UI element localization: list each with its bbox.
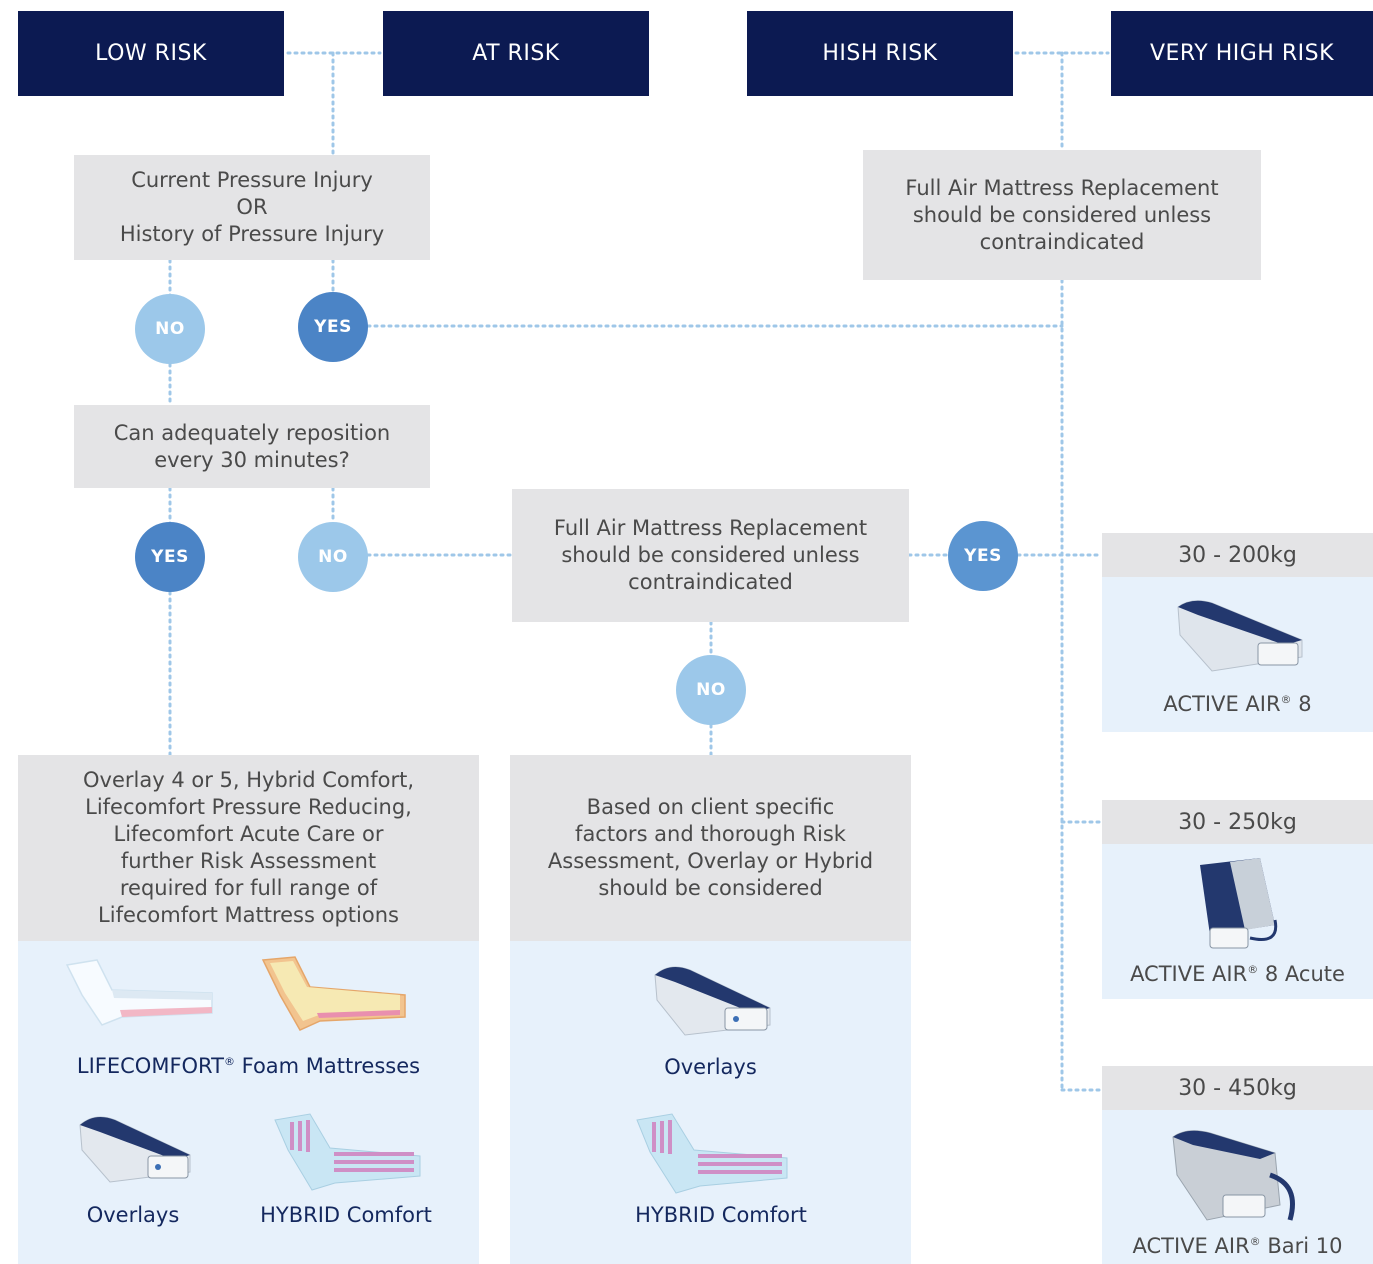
foam-mattresses-label: LIFECOMFORT® Foam Mattresses: [76, 1054, 421, 1078]
question-pressure-injury: Current Pressure Injury OR History of Pr…: [74, 155, 430, 260]
hybrid-comfort-label-left: HYBRID Comfort: [260, 1203, 432, 1227]
overlay-options-box: Overlay 4 or 5, Hybrid Comfort, Lifecomf…: [18, 755, 479, 941]
header-at-risk: AT RISK: [383, 11, 649, 96]
active-air-8-label: ACTIVE AIR® 8: [1163, 692, 1312, 716]
active-air-bari-10-label: ACTIVE AIR® Bari 10: [1132, 1234, 1343, 1258]
client-assessment-box: Based on client specific factors and tho…: [510, 755, 911, 941]
full-air-recommendation-middle: Full Air Mattress Replacement should be …: [512, 489, 909, 622]
active-air-8-acute-image: [1200, 858, 1278, 949]
overlay-image-middle: [654, 966, 771, 1036]
hybrid-comfort-image-left: [274, 1113, 421, 1191]
hybrid-comfort-image-middle: [636, 1113, 788, 1194]
foam-mattress-orange-image: [261, 956, 406, 1031]
yes-circle-full-air: YES: [948, 521, 1018, 591]
overlays-label-middle: Overlays: [664, 1055, 757, 1079]
overlay-image-left: [79, 1116, 191, 1183]
overlays-label-left: Overlays: [86, 1203, 180, 1227]
foam-mattress-white-image: [65, 959, 213, 1026]
active-air-8-acute-label: ACTIVE AIR® 8 Acute: [1130, 962, 1345, 986]
yes-circle-pressure: YES: [298, 292, 368, 362]
no-circle-pressure: NO: [135, 294, 205, 364]
yes-circle-reposition: YES: [135, 522, 205, 592]
no-circle-reposition: NO: [298, 522, 368, 592]
question-reposition: Can adequately reposition every 30 minut…: [74, 405, 430, 488]
active-air-8-image: [1177, 600, 1303, 672]
hybrid-comfort-label-middle: HYBRID Comfort: [635, 1203, 807, 1227]
full-air-recommendation-top: Full Air Mattress Replacement should be …: [863, 150, 1261, 280]
header-very-high-risk: VERY HIGH RISK: [1111, 11, 1373, 96]
active-air-bari-10-image: [1172, 1130, 1295, 1221]
header-low-risk: LOW RISK: [18, 11, 284, 96]
no-circle-full-air: NO: [676, 655, 746, 725]
weight-range-200: 30 - 200kg: [1102, 533, 1373, 577]
weight-range-250: 30 - 250kg: [1102, 800, 1373, 844]
weight-range-450: 30 - 450kg: [1102, 1066, 1373, 1110]
header-high-risk: HISH RISK: [747, 11, 1013, 96]
